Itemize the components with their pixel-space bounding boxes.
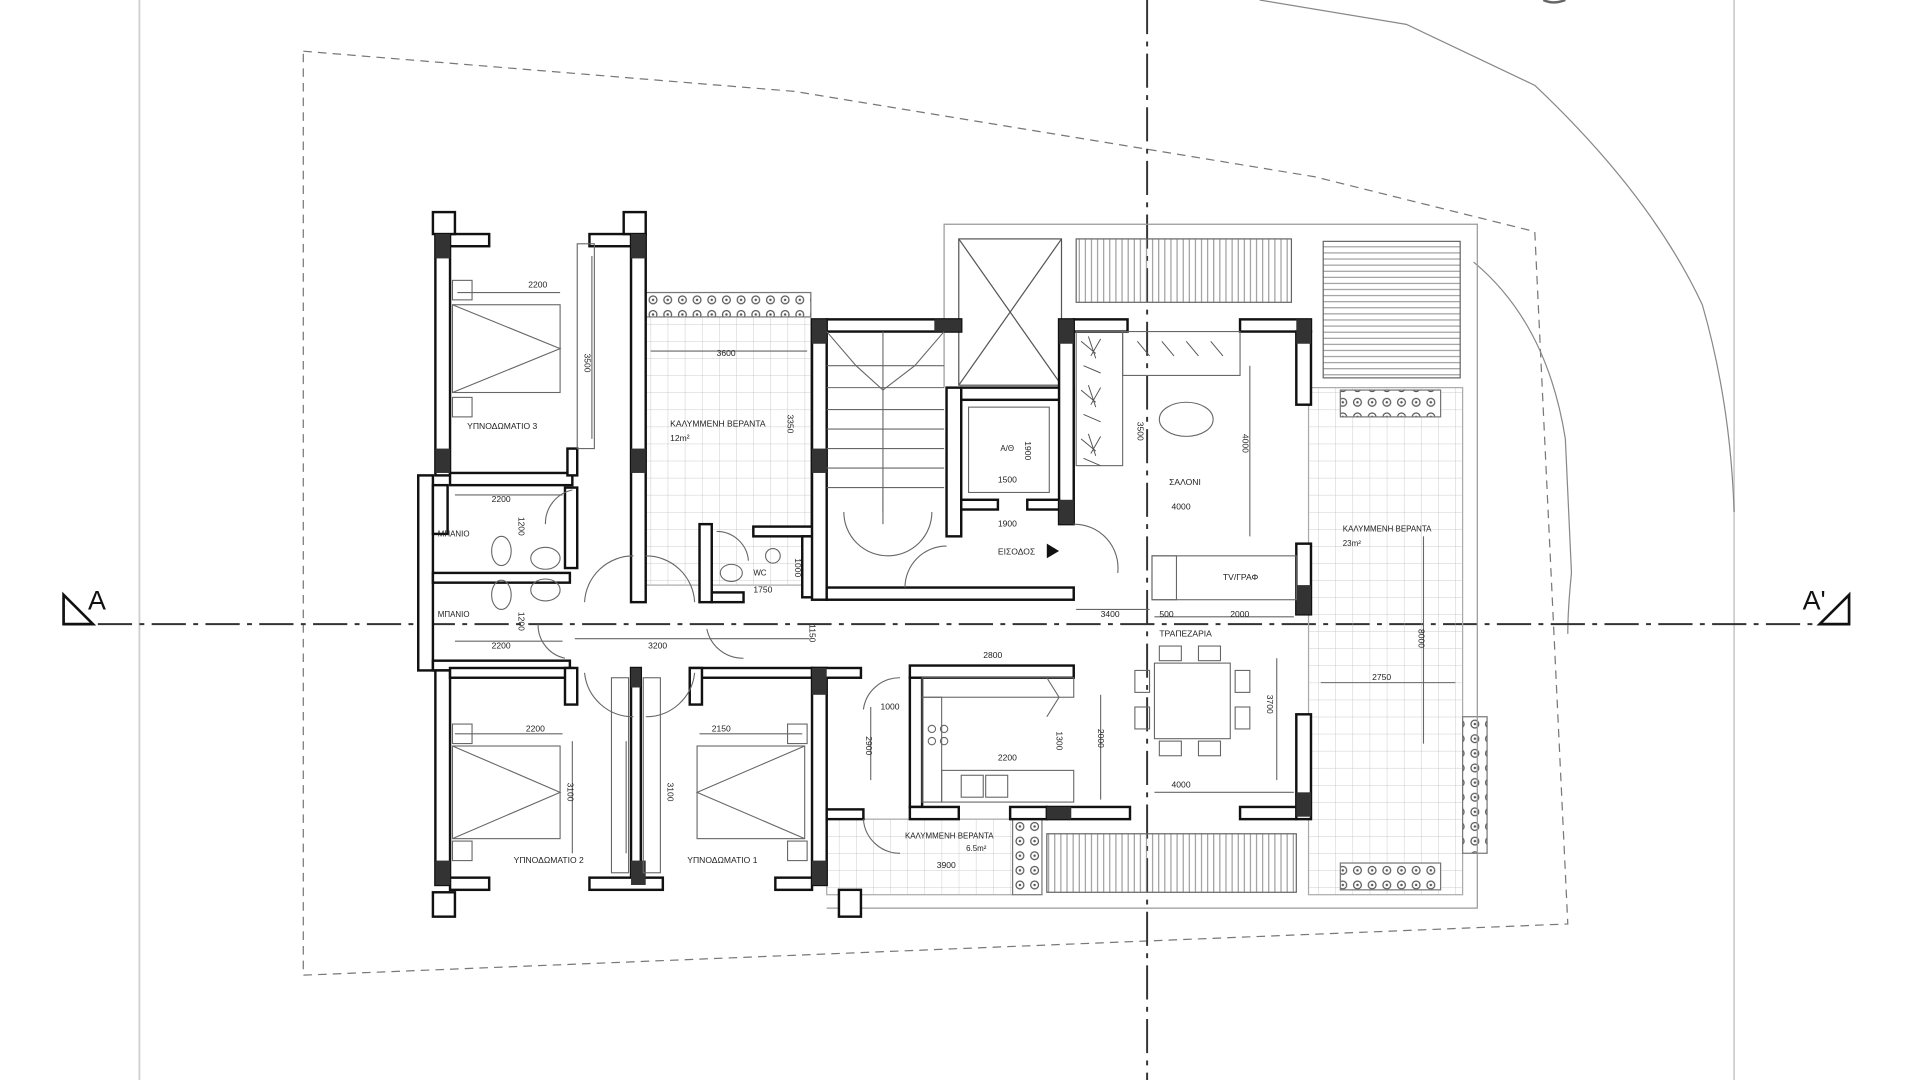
label-bedroom-1: ΥΠΝΟΔΩΜΑΤΙΟ 1 — [687, 855, 757, 865]
dim-bath2-h: 1200 — [517, 612, 527, 631]
veranda-right-floor — [1307, 387, 1464, 896]
dim-bed2-w: 2200 — [526, 723, 545, 733]
dim-living-d: 3500 — [1135, 422, 1145, 441]
dim-bed1-w: 2150 — [712, 723, 731, 733]
label-lift: Α/Θ — [1000, 444, 1014, 453]
label-veranda-bottom-area: 6.5m² — [966, 844, 987, 853]
roof-outline — [826, 223, 1478, 909]
void-shaft — [958, 238, 1063, 386]
veranda-bottom-floor — [826, 818, 1014, 896]
planter-right-bottom — [1339, 862, 1442, 891]
planter-top — [645, 291, 812, 318]
dim-kit-f: 1000 — [881, 701, 900, 711]
entrance-arrow-icon — [1046, 543, 1060, 559]
dim-ver-right-h: 8000 — [1417, 629, 1427, 648]
dim-lift-h: 1900 — [1023, 441, 1033, 460]
label-bedroom-3: ΥΠΝΟΔΩΜΑΤΙΟ 3 — [467, 421, 537, 431]
planter-bottom — [1011, 818, 1043, 896]
planter-right-side — [1462, 716, 1488, 854]
label-veranda-top: ΚΑΛΥΜΜΕΝΗ ΒΕΡΑΝΤΑ — [670, 419, 766, 429]
dim-kit-d: 2200 — [998, 753, 1017, 763]
dim-ver-bot-w: 3900 — [937, 860, 956, 870]
furniture — [451, 243, 1456, 874]
dim-hall-w: 3200 — [648, 641, 667, 651]
dim-living-h: 4000 — [1240, 434, 1250, 453]
dim-dining-h: 3700 — [1265, 695, 1275, 714]
road-corner-arc — [1542, 0, 1566, 4]
label-veranda-right-area: 23m² — [1343, 539, 1361, 548]
label-bedroom-2: ΥΠΝΟΔΩΜΑΤΙΟ 2 — [514, 855, 584, 865]
plants — [1080, 336, 1224, 467]
dim-wc-h: 1000 — [793, 558, 803, 577]
dim-corr-w: 3400 — [1101, 609, 1120, 619]
label-living: ΣΑΛΟΝΙ — [1169, 477, 1201, 487]
road-curve-outer — [1259, 0, 1735, 512]
room-labels: ΥΠΝΟΔΩΜΑΤΙΟ 3 ΚΑΛΥΜΜΕΝΗ ΒΕΡΑΝΤΑ 12m² ΜΠΑ… — [438, 419, 1432, 865]
label-dining: ΤΡΑΠΕΖΑΡΙΑ — [1159, 628, 1212, 638]
dim-tv-w: 2000 — [1230, 609, 1249, 619]
dim-ver-right-w: 2750 — [1372, 672, 1391, 682]
dim-bath1-w: 2200 — [492, 494, 511, 504]
label-wc: WC — [753, 568, 766, 577]
louvre-bottom — [1046, 833, 1297, 893]
louvre-top-right — [1322, 240, 1461, 379]
dim-bed1-h: 3100 — [666, 783, 676, 802]
section-label-right: A' — [1803, 586, 1826, 616]
dim-kit-w: 2800 — [983, 650, 1002, 660]
dimension-labels: 2200 3500 3600 3350 2200 1200 2200 1200 … — [492, 280, 1427, 870]
label-bath-1: ΜΠΑΝΙΟ — [438, 529, 470, 538]
section-marker-right-icon — [1816, 591, 1851, 626]
label-entrance: ΕΙΣΟΔΟΣ — [998, 547, 1035, 557]
label-veranda-top-area: 12m² — [670, 433, 690, 443]
void-shaft-x2 — [958, 238, 1063, 386]
dim-living-w: 4000 — [1172, 502, 1191, 512]
dim-kit-g: 2900 — [864, 736, 874, 755]
label-veranda-bottom: ΚΑΛΥΜΜΕΝΗ ΒΕΡΑΝΤΑ — [905, 832, 994, 841]
road-curve-inner — [1473, 261, 1573, 634]
dim-bath2-w: 2200 — [492, 641, 511, 651]
louvre-top-center — [1075, 238, 1293, 303]
dim-bath1-h: 1200 — [517, 517, 527, 536]
dim-kit-h: 2000 — [1096, 729, 1106, 748]
dim-ver-top-w: 3600 — [717, 348, 736, 358]
label-bath-2: ΜΠΑΝΙΟ — [438, 610, 470, 619]
dim-bed2-h: 3100 — [565, 783, 575, 802]
label-tv: TV/ΓΡΑΦ — [1223, 572, 1259, 582]
walls — [417, 210, 1313, 918]
dim-lift-d: 1900 — [998, 519, 1017, 529]
dim-ver-top-h: 3350 — [786, 414, 796, 433]
dim-lift-w: 1500 — [998, 475, 1017, 485]
label-veranda-right: ΚΑΛΥΜΜΕΝΗ ΒΕΡΑΝΤΑ — [1343, 524, 1432, 533]
dim-hall-h: 1150 — [808, 624, 818, 643]
dim-kit-e: 1300 — [1055, 731, 1065, 750]
dim-tv-d: 500 — [1159, 609, 1174, 619]
section-label-left: A — [88, 586, 106, 616]
dim-bed3-h: 3500 — [583, 353, 593, 372]
planter-right-top — [1339, 389, 1442, 418]
dim-wc-w: 1750 — [753, 584, 772, 594]
section-marker-left-icon — [62, 591, 97, 626]
dim-bed3-w: 2200 — [528, 280, 547, 290]
dim-dining-w: 4000 — [1172, 779, 1191, 789]
wall-columns — [435, 234, 1311, 885]
